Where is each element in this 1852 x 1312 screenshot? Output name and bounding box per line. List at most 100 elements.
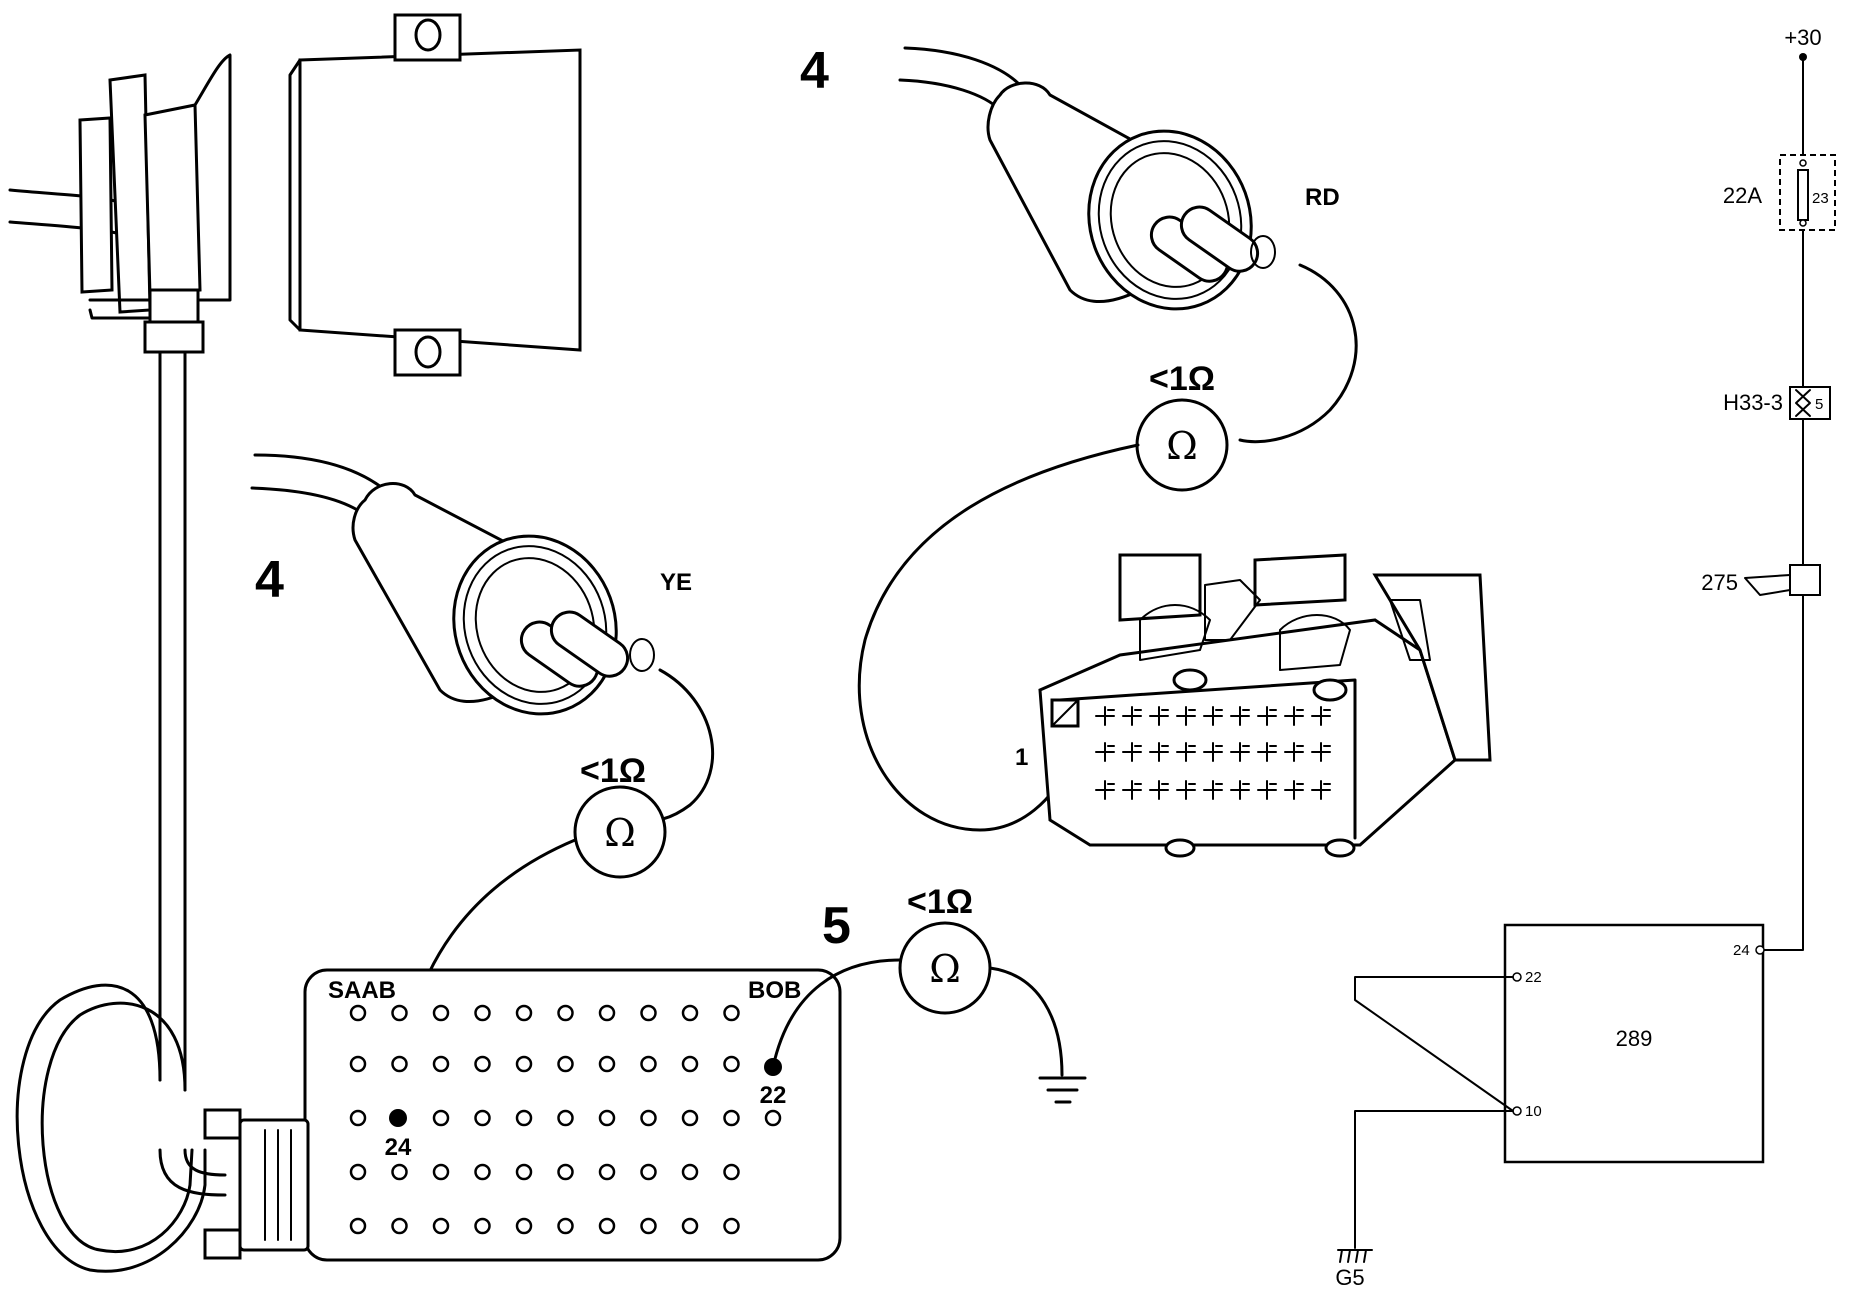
meter-left-reading: <1Ω: [580, 752, 646, 790]
connector-pin: [1311, 706, 1331, 726]
breakout-hole-grid: [349, 1004, 782, 1235]
breakout-hole: [723, 1163, 740, 1181]
breakout-hole: [640, 1109, 657, 1127]
connector-pin-grid: [1095, 706, 1331, 800]
breakout-hole: [515, 1109, 533, 1127]
breakout-hole: [432, 1217, 450, 1235]
connector-pin: [1176, 706, 1196, 726]
connector-pin-1-label: 1: [1015, 744, 1028, 771]
connector-pin: [1284, 706, 1304, 726]
breakout-hole: [474, 1055, 491, 1073]
connector-pin: [1203, 706, 1223, 726]
connector-pin: [1122, 706, 1142, 726]
module-pin-24: 24: [1733, 942, 1750, 959]
breakout-hole: [557, 1055, 574, 1073]
step-number-top: 4: [800, 42, 829, 100]
module-pin-22: 22: [1525, 969, 1542, 986]
module-label: 289: [1616, 1026, 1653, 1051]
ohmmeter-top: Ω <1Ω: [857, 360, 1229, 832]
breakout-hole: [515, 1217, 533, 1235]
circuit-schematic: +30 23 22A 5 H33-3 275 289 24 22 10 G5: [1335, 25, 1836, 1290]
connector-pin: [1284, 780, 1304, 800]
breakout-hole: [349, 1055, 367, 1073]
breakout-hole: [474, 1109, 491, 1127]
connector-pin: [1122, 780, 1142, 800]
breakout-hole: [723, 1217, 740, 1235]
supply-label: +30: [1784, 25, 1821, 50]
connector-pin: [1176, 742, 1196, 762]
breakout-hole: [598, 1004, 616, 1022]
breakout-hole: [474, 1217, 491, 1235]
connector-pin: [1149, 742, 1169, 762]
yellow-wire-label: YE: [660, 569, 692, 596]
connector-pin: [1149, 706, 1169, 726]
breakout-hole: [723, 1055, 740, 1073]
breakout-hole: [432, 1163, 450, 1181]
control-module-assembly: [8, 13, 582, 1273]
breakout-hole: [349, 1163, 367, 1181]
breakout-hole: [681, 1163, 699, 1181]
red-wire-label: RD: [1305, 184, 1340, 211]
fuse-label: 22A: [1723, 183, 1762, 208]
red-wire-probe: RD: [898, 46, 1358, 444]
connector-label: H33-3: [1723, 390, 1783, 415]
breakout-hole: [349, 1217, 367, 1235]
connector-pin: [1284, 742, 1304, 762]
breakout-hole: [557, 1004, 574, 1022]
connector-pin: [1257, 706, 1277, 726]
breakout-hole: [557, 1109, 574, 1127]
connector-pin: [1230, 780, 1250, 800]
breakout-hole: [723, 1004, 740, 1022]
ohm-symbol: Ω: [929, 947, 961, 991]
breakout-hole: [598, 1163, 616, 1181]
connector-pin: [1095, 780, 1115, 800]
connector-pin: [1149, 780, 1169, 800]
breakout-hole: [764, 1109, 782, 1127]
connector-pin: [1203, 780, 1223, 800]
breakout-pin-22-label: 22: [760, 1082, 787, 1109]
breakout-hole: [681, 1055, 699, 1073]
breakout-hole: [432, 1004, 450, 1022]
connector-pin: [1095, 706, 1115, 726]
ground-label: G5: [1335, 1265, 1364, 1290]
breakout-hole: [391, 1055, 408, 1073]
connector-pin: [1122, 742, 1142, 762]
meter-top-reading: <1Ω: [1149, 360, 1215, 398]
breakout-hole: [640, 1004, 657, 1022]
breakout-hole: [681, 1109, 699, 1127]
breakout-hole: [432, 1055, 450, 1073]
connector-pin: [1203, 742, 1223, 762]
connector-pin: [1230, 706, 1250, 726]
connector-pin: [1257, 742, 1277, 762]
breakout-hole: [515, 1055, 533, 1073]
breakout-box: SAAB BOB 24 22: [203, 968, 842, 1262]
breakout-hole: [349, 1109, 367, 1127]
ohm-symbol: Ω: [604, 811, 636, 855]
breakout-hole: [598, 1217, 616, 1235]
ohmmeter-left: Ω <1Ω: [396, 752, 667, 1120]
breakout-hole: [640, 1217, 657, 1235]
breakout-hole: [723, 1109, 740, 1127]
breakout-hole: [391, 1217, 408, 1235]
connector-pin: [1311, 742, 1331, 762]
breakout-hole: [681, 1004, 699, 1022]
breakout-hole: [515, 1163, 533, 1181]
harness-connector: 1: [1015, 553, 1492, 858]
breakout-pin-24-marker: [389, 1109, 407, 1127]
connector-pin: [1257, 780, 1277, 800]
breakout-hole: [474, 1004, 491, 1022]
ground-symbol: [1038, 1076, 1087, 1104]
connector-pin: [1095, 742, 1115, 762]
breakout-hole: [432, 1109, 450, 1127]
breakout-hole: [640, 1055, 657, 1073]
breakout-hole: [515, 1004, 533, 1022]
fuse-number: 23: [1812, 190, 1829, 207]
breakout-brand: SAAB: [328, 977, 396, 1004]
step-number-ground: 5: [822, 897, 851, 955]
breakout-hole: [640, 1163, 657, 1181]
breakout-name: BOB: [748, 977, 801, 1004]
module-pin-10: 10: [1525, 1103, 1542, 1120]
breakout-hole: [557, 1163, 574, 1181]
connector-pin: [1230, 742, 1250, 762]
